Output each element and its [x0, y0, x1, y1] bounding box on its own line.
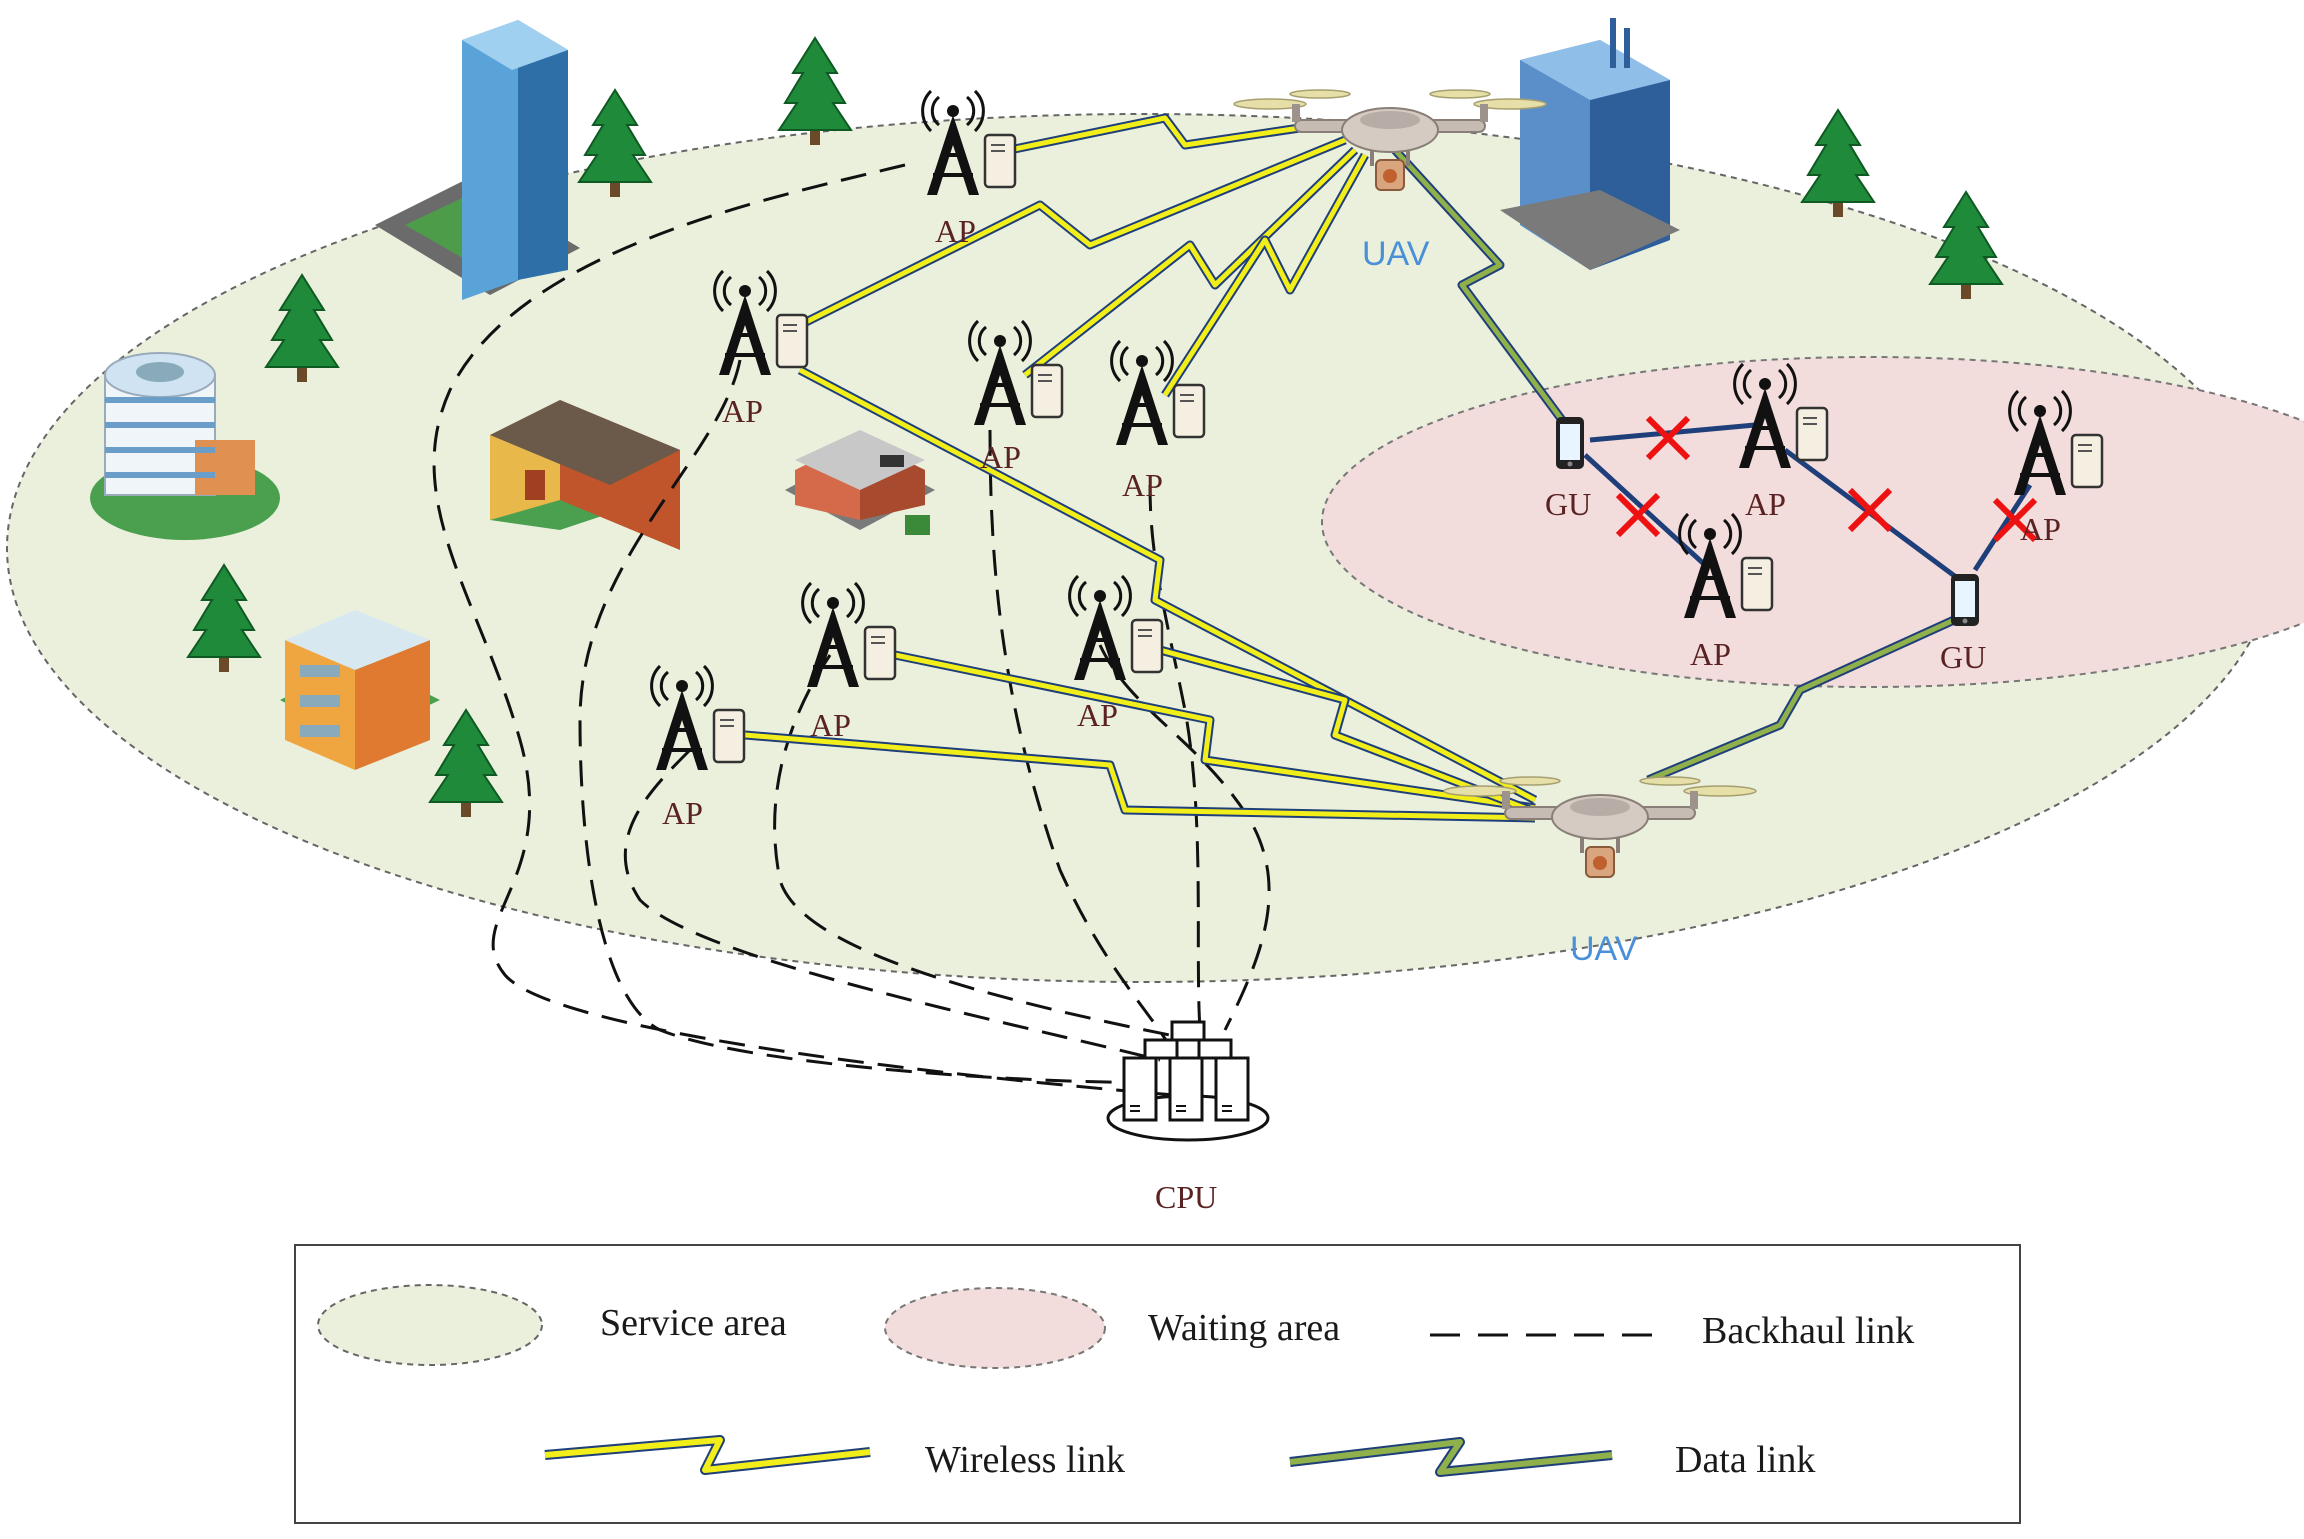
legend-waiting-area: Waiting area: [1148, 1307, 1340, 1349]
legend-data-link: Data link: [1675, 1439, 1815, 1481]
uav-label: UAV: [1570, 930, 1638, 968]
tree-icon: [578, 89, 652, 198]
building-icon: [280, 610, 440, 770]
legend-wireless-swatch: [544, 1435, 871, 1475]
ap-label: AP: [662, 795, 703, 831]
tree-icon: [1801, 109, 1875, 218]
red-cross-icon: [1992, 497, 2038, 543]
red-cross-icon: [1615, 492, 1661, 538]
uav-label: UAV: [1362, 235, 1430, 273]
building-icon: [375, 20, 580, 300]
cpu-label: CPU: [1155, 1179, 1217, 1215]
legend-waiting-area-swatch: [884, 1287, 1106, 1369]
gu-label: GU: [1940, 639, 1986, 675]
ap-label: AP: [722, 393, 763, 429]
legend-data-swatch: [1289, 1437, 1613, 1477]
legend-service-area-swatch: [317, 1284, 543, 1366]
gu-label: GU: [1545, 486, 1591, 522]
ap-label: AP: [1077, 697, 1118, 733]
legend: Service area Waiting area Backhaul link …: [294, 1244, 2021, 1524]
backhaul-links: [432, 163, 1271, 1097]
red-cross-icon: [1645, 415, 1691, 461]
building-icon: [90, 352, 280, 540]
smartphone-icon: [1951, 574, 1979, 626]
wireless-links: [744, 113, 1538, 823]
ap-label: AP: [810, 707, 851, 743]
smartphone-icon: [1556, 417, 1584, 469]
building-icon: [490, 400, 680, 550]
server-cluster-icon: [1106, 1020, 1270, 1142]
building-icon: [785, 430, 935, 535]
red-cross-icon: [1847, 487, 1893, 533]
ap-label: AP: [1122, 467, 1163, 503]
ap-label: AP: [980, 439, 1021, 475]
tree-icon: [778, 37, 852, 146]
building-icon: [1500, 18, 1680, 270]
legend-backhaul-link: Backhaul link: [1702, 1310, 1914, 1352]
legend-wireless-link: Wireless link: [925, 1439, 1125, 1481]
ap-label: AP: [1690, 636, 1731, 672]
legend-service-area: Service area: [600, 1302, 787, 1344]
ap-label: AP: [1745, 486, 1786, 522]
ap-label: AP: [2020, 511, 2061, 547]
data-links: [1391, 146, 1967, 785]
ap-label: AP: [935, 213, 976, 249]
